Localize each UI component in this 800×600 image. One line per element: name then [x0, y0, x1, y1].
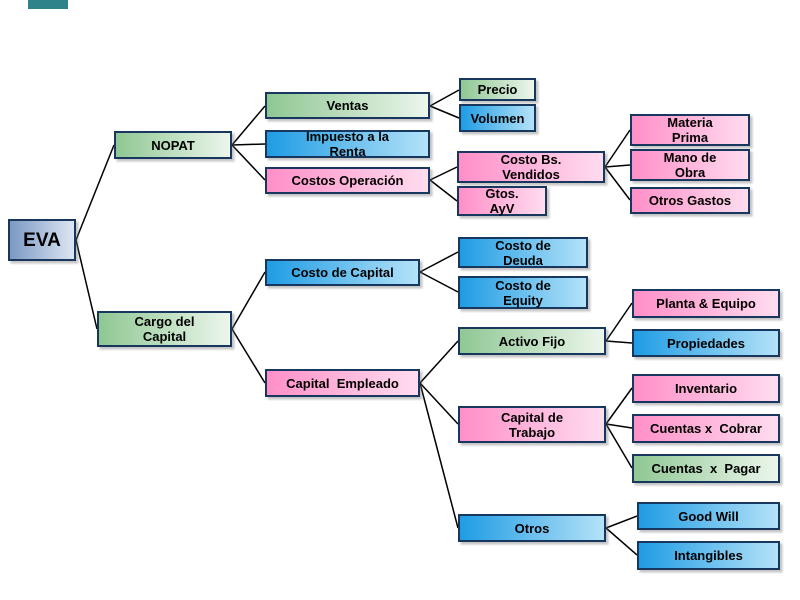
slide-top-decoration	[28, 0, 68, 9]
node-otros-gastos-label: Otros Gastos	[648, 193, 732, 208]
node-capital-empleado-label: Capital Empleado	[286, 375, 399, 391]
connector-line	[429, 105, 460, 119]
node-costo-bs-vendidos-label: Costo Bs. Vendidos	[500, 152, 565, 182]
node-intangibles-label: Intangibles	[674, 548, 743, 563]
connector-line	[231, 328, 266, 384]
node-cuentas-x-pagar: Cuentas x Pagar	[632, 454, 780, 483]
node-precio: Precio	[459, 78, 536, 101]
node-otros-label: Otros	[514, 520, 550, 536]
connector-line	[419, 382, 459, 529]
node-planta-equipo-label: Planta & Equipo	[656, 296, 756, 311]
connector-line	[429, 166, 458, 181]
connector-line	[605, 527, 638, 556]
node-volumen: Volumen	[459, 104, 536, 132]
node-impuesto-a-la-renta-label: Impuesto a la Renta	[305, 129, 393, 159]
connector-line	[75, 239, 98, 330]
node-materia-prima: Materia Prima	[630, 114, 750, 146]
node-costo-de-equity: Costo de Equity	[458, 276, 588, 309]
node-planta-equipo: Planta & Equipo	[632, 289, 780, 318]
node-costo-de-deuda-label: Costo de Deuda	[495, 237, 555, 268]
node-propiedades: Propiedades	[632, 329, 780, 357]
connector-line	[605, 423, 633, 429]
connector-line	[419, 251, 459, 273]
connector-line	[604, 166, 631, 201]
node-volumen-label: Volumen	[470, 110, 525, 126]
node-costo-de-capital: Costo de Capital	[265, 259, 420, 286]
connector-line	[605, 340, 633, 344]
connector-line	[605, 387, 633, 425]
node-gtos-ayv: Gtos. AyV	[457, 186, 547, 216]
node-capital-de-trabajo: Capital de Trabajo	[458, 406, 606, 443]
connector-line	[231, 144, 266, 181]
node-otros-gastos: Otros Gastos	[630, 187, 750, 214]
node-good-will-label: Good Will	[678, 508, 739, 524]
node-impuesto-a-la-renta: Impuesto a la Renta	[265, 129, 430, 159]
node-cuentas-x-cobrar: Cuentas x Cobrar	[632, 414, 780, 443]
node-propiedades-label: Propiedades	[666, 335, 746, 351]
node-nopat: NOPAT	[114, 131, 232, 159]
connector-line	[604, 129, 631, 168]
node-ventas: Ventas	[265, 92, 430, 119]
connector-line	[605, 302, 633, 342]
node-mano-de-obra-label: Mano de Obra	[663, 150, 720, 180]
connector-line	[605, 423, 633, 469]
node-mano-de-obra: Mano de Obra	[630, 149, 750, 181]
connector-line	[419, 382, 459, 425]
node-capital-empleado: Capital Empleado	[265, 369, 420, 397]
node-cargo-del-capital: Cargo del Capital	[97, 311, 232, 347]
connector-line	[605, 515, 638, 529]
node-costo-bs-vendidos: Costo Bs. Vendidos	[457, 151, 605, 183]
connector-line	[419, 340, 459, 384]
node-intangibles: Intangibles	[637, 541, 780, 570]
node-ventas-label: Ventas	[326, 98, 369, 113]
node-gtos-ayv-label: Gtos. AyV	[485, 186, 522, 216]
node-capital-de-trabajo-label: Capital de Trabajo	[500, 409, 567, 440]
node-otros: Otros	[458, 514, 606, 542]
node-eva-label: EVA	[23, 229, 61, 251]
connector-line	[429, 179, 458, 202]
node-activo-fijo: Activo Fijo	[458, 327, 606, 355]
node-precio-label: Precio	[477, 82, 518, 97]
connector-line	[231, 143, 266, 146]
node-cuentas-x-pagar-label: Cuentas x Pagar	[651, 461, 761, 476]
node-materia-prima-label: Materia Prima	[667, 115, 717, 145]
node-good-will: Good Will	[637, 502, 780, 530]
connector-line	[604, 164, 631, 168]
node-inventario: Inventario	[632, 374, 780, 403]
node-inventario-label: Inventario	[674, 381, 738, 396]
node-costo-de-capital-label: Costo de Capital	[291, 265, 394, 280]
connector-line	[419, 271, 459, 293]
node-costos-operacion: Costos Operación	[265, 167, 430, 194]
node-cargo-del-capital-label: Cargo del Capital	[134, 314, 199, 344]
node-activo-fijo-label: Activo Fijo	[498, 333, 566, 349]
connector-line	[429, 89, 460, 107]
node-costo-de-equity-label: Costo de Equity	[495, 277, 555, 308]
node-costos-operacion-label: Costos Operación	[291, 173, 404, 188]
node-costo-de-deuda: Costo de Deuda	[458, 237, 588, 268]
connector-line	[231, 271, 266, 330]
connector-line	[75, 144, 115, 241]
node-nopat-label: NOPAT	[151, 137, 195, 153]
node-cuentas-x-cobrar-label: Cuentas x Cobrar	[650, 421, 762, 436]
node-eva: EVA	[8, 219, 76, 261]
connector-line	[231, 105, 266, 146]
